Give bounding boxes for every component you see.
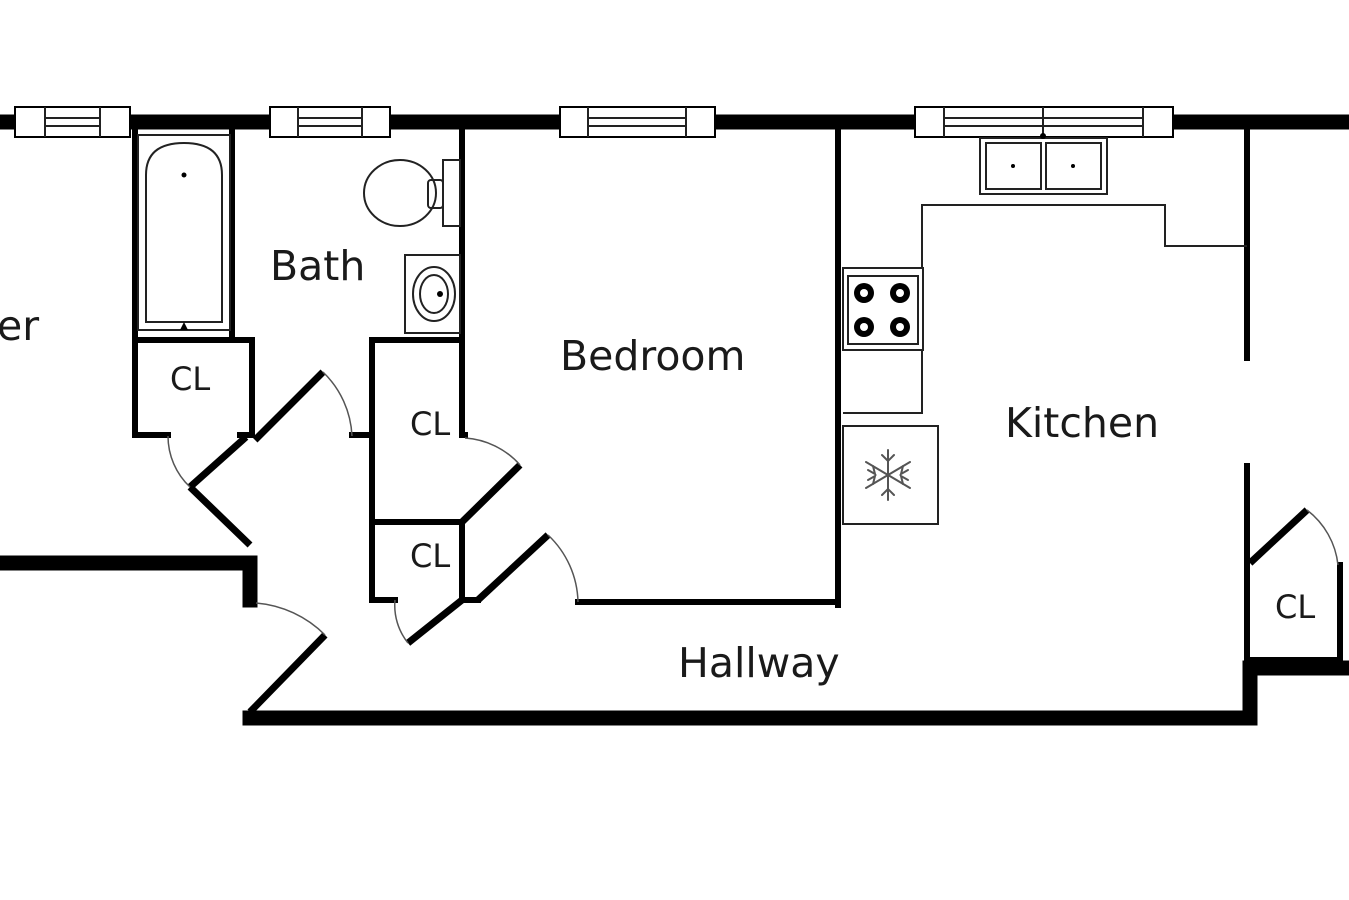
- room-label-partial-left: er: [0, 302, 39, 350]
- refrigerator-icon: [842, 425, 939, 525]
- closet-labels: CL CL CL CL: [170, 360, 1315, 626]
- room-label-hallway: Hallway: [678, 639, 840, 687]
- room-labels: er Bath Bedroom Kitchen Hallway: [0, 242, 1159, 687]
- sink-icon: [404, 254, 461, 334]
- windows: [14, 106, 1174, 138]
- bathtub-icon: [137, 134, 231, 331]
- room-label-bath: Bath: [270, 242, 365, 290]
- window-left: [14, 106, 131, 138]
- closet-label-3: CL: [410, 537, 450, 575]
- exterior-bottom-walls: [0, 555, 1349, 726]
- closet-label-2: CL: [410, 405, 450, 443]
- stove-icon: [842, 267, 924, 351]
- room-label-kitchen: Kitchen: [1005, 399, 1159, 447]
- room-label-bedroom: Bedroom: [560, 332, 745, 380]
- kitchen-counter: [843, 204, 1247, 414]
- window-kitchen: [914, 106, 1174, 138]
- toilet-icon: [363, 159, 461, 227]
- closet-label-1: CL: [170, 360, 210, 398]
- doors: [167, 369, 1339, 715]
- double-sink-icon: [979, 133, 1108, 195]
- interior-walls: [132, 127, 1343, 663]
- window-bedroom: [559, 106, 716, 138]
- window-bath: [269, 106, 391, 138]
- closet-label-4: CL: [1275, 588, 1315, 626]
